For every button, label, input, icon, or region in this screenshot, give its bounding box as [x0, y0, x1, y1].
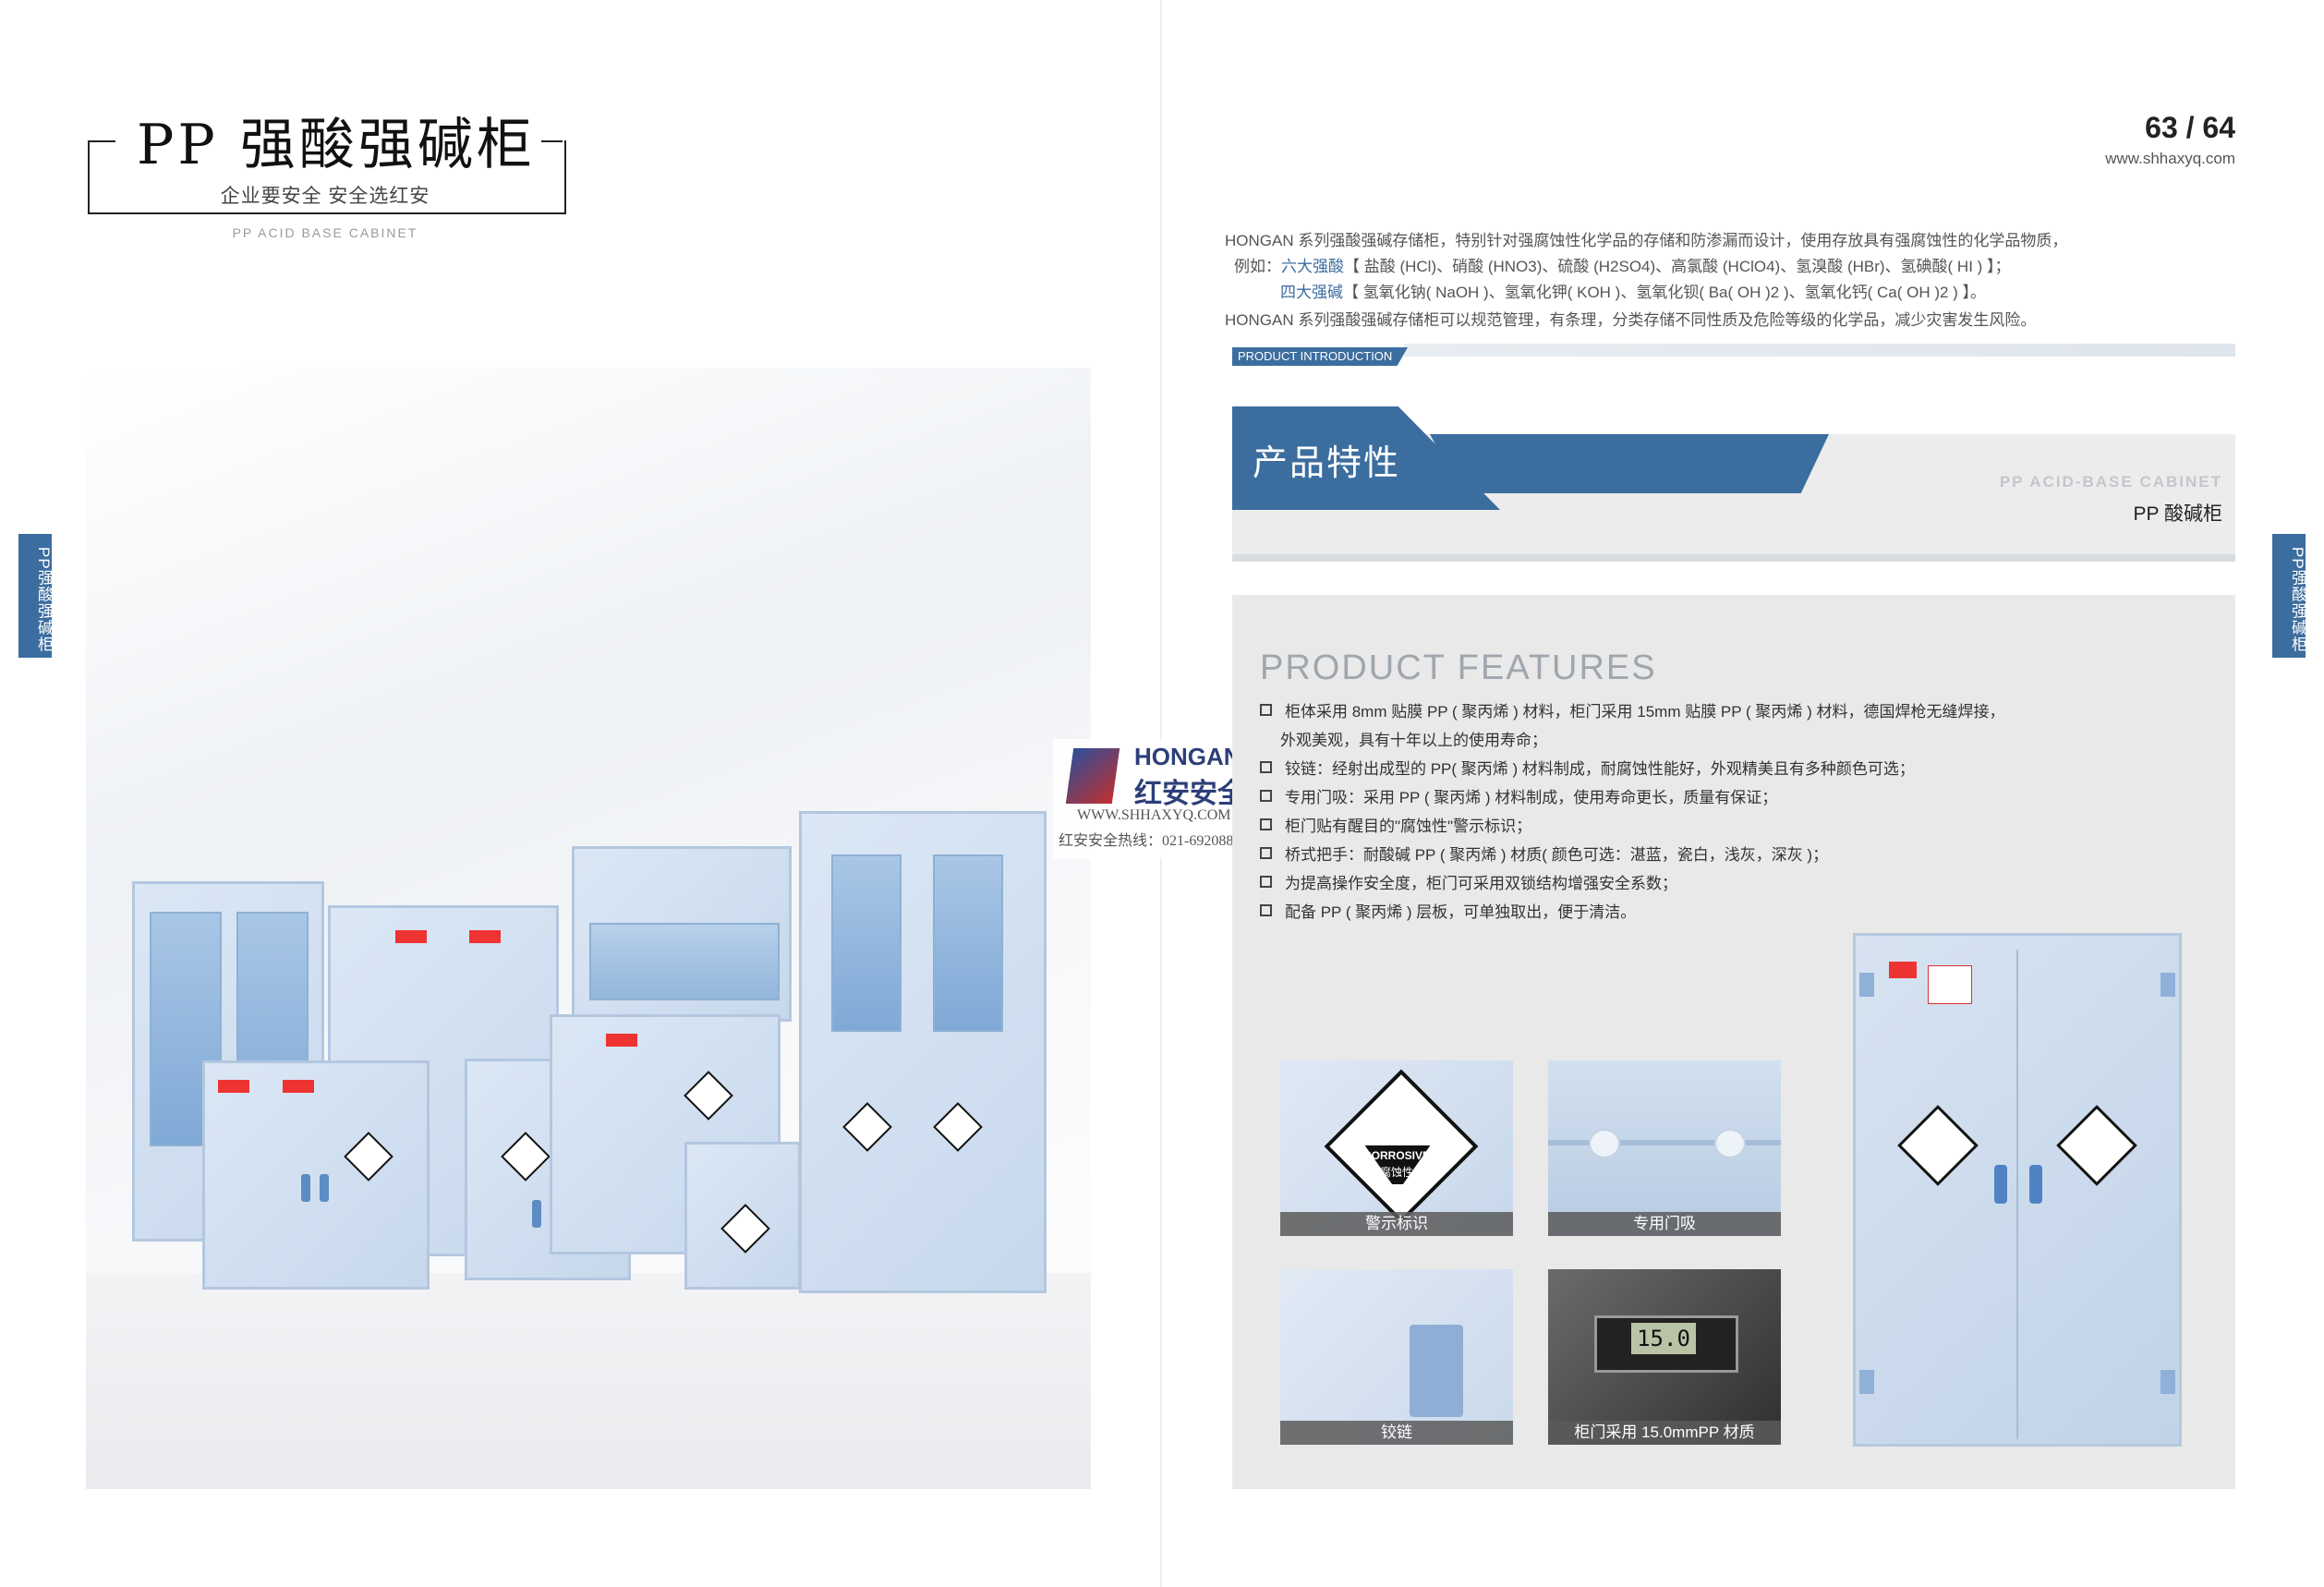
- feature-text: 配备 PP ( 聚丙烯 ) 层板，可单独取出，便于清洁。: [1285, 903, 1637, 921]
- checkbox-bullet-icon: [1260, 904, 1272, 916]
- checkbox-bullet-icon: [1260, 818, 1272, 830]
- feature-header-chinese: PP 酸碱柜: [2133, 503, 2222, 525]
- hinge-icon: [2161, 1370, 2175, 1394]
- feature-item: 为提高操作安全度，柜门可采用双锁结构增强安全系数；: [1260, 870, 1677, 893]
- thumbnail-caption: 专用门吸: [1548, 1212, 1781, 1236]
- intro-line-2-prefix: 例如：: [1234, 258, 1281, 275]
- feature-text: 铰链：经射出成型的 PP( 聚丙烯 ) 材料制成，耐腐蚀性能好，外观精美且有多种…: [1285, 760, 1915, 778]
- watermark-hotline: 红安安全热线：021-69208858: [1059, 833, 1249, 849]
- intro-line-1: HONGAN 系列强酸强碱存储柜，特别针对强腐蚀性化学品的存储和防渗漏而设计，使…: [1225, 232, 2068, 249]
- corrosive-label-cn: 腐蚀性: [1379, 1166, 1413, 1179]
- intro-line-4: HONGAN 系列强酸强碱存储柜可以规范管理，有条理，分类存储不同性质及危险等级…: [1225, 311, 2037, 329]
- warning-label: [1889, 962, 1917, 978]
- caliper-readout: 15.0: [1631, 1323, 1696, 1354]
- feature-item-continued: 外观美观，具有十年以上的使用寿命；: [1280, 732, 1547, 749]
- hinge-icon: [1859, 1370, 1874, 1394]
- strong-bases-label: 四大强碱: [1280, 284, 1343, 301]
- cabinet-door-split: [2016, 950, 2018, 1439]
- door-catch-icon: [1589, 1129, 1620, 1158]
- feature-item: 柜门贴有醒目的"腐蚀性"警示标识；: [1260, 813, 1531, 836]
- title-frame-line-left: [88, 140, 115, 142]
- features-title: PRODUCT FEATURES: [1260, 648, 1657, 687]
- feature-text: 柜门贴有醒目的"腐蚀性"警示标识；: [1285, 818, 1532, 835]
- feature-header-underline: [1232, 554, 2235, 562]
- warning-label-white: [1928, 965, 1972, 1004]
- checkbox-bullet-icon: [1260, 790, 1272, 802]
- page-number: 63 / 64: [2145, 111, 2235, 144]
- door-edge: [1548, 1140, 1781, 1145]
- feature-item: 铰链：经射出成型的 PP( 聚丙烯 ) 材料制成，耐腐蚀性能好，外观精美且有多种…: [1260, 756, 1915, 779]
- cabinet-front-left: [202, 1060, 430, 1290]
- hero-floor: [86, 1273, 1091, 1489]
- title-slogan: 企业要安全 安全选红安: [220, 186, 430, 207]
- cabinet-middle-stack: [550, 1014, 781, 1254]
- thumbnail-caliper: 15.0 柜门采用 15.0mmPP 材质: [1548, 1269, 1781, 1445]
- checkbox-bullet-icon: [1260, 847, 1272, 859]
- bridge-handle-icon: [2029, 1165, 2042, 1204]
- feature-header-stripe: [1430, 434, 1829, 493]
- title-frame: [88, 140, 566, 214]
- strong-acids-list: 【 盐酸 (HCl)、硝酸 (HNO3)、硫酸 (H2SO4)、高氯酸 (HCl…: [1344, 258, 2011, 275]
- feature-text: 为提高操作安全度，柜门可采用双锁结构增强安全系数；: [1285, 875, 1677, 892]
- section-rule: [1404, 344, 2235, 357]
- title-frame-line-right: [531, 140, 563, 142]
- corrosive-diamond-icon: [1897, 1105, 1979, 1186]
- section-tag: PRODUCT INTRODUCTION: [1232, 347, 1408, 366]
- feature-header-title: 产品特性: [1253, 444, 1401, 483]
- watermark-brand-en: HONGAN: [1134, 743, 1241, 770]
- cabinet-fume-hood: [572, 846, 792, 1022]
- hinge-icon: [1410, 1325, 1463, 1417]
- cabinet-small-front: [684, 1142, 801, 1290]
- feature-item: 专用门吸：采用 PP ( 聚丙烯 ) 材料制成，使用寿命更长，质量有保证；: [1260, 784, 1777, 807]
- feature-text: 柜体采用 8mm 贴膜 PP ( 聚丙烯 ) 材料，柜门采用 15mm 贴膜 P…: [1285, 703, 2005, 721]
- side-tab-right[interactable]: PP强酸强碱柜: [2272, 534, 2306, 658]
- feature-item: 配备 PP ( 聚丙烯 ) 层板，可单独取出，便于清洁。: [1260, 899, 1636, 922]
- page-title: PP 强酸强碱柜: [129, 100, 541, 180]
- strong-acids-label: 六大强酸: [1281, 258, 1344, 275]
- strong-bases-list: 【 氢氧化钠( NaOH )、氢氧化钾( KOH )、氢氧化钡( Ba( OH …: [1343, 284, 1987, 301]
- checkbox-bullet-icon: [1260, 876, 1272, 888]
- watermark-brand-cn: 红安安全: [1134, 779, 1245, 809]
- thumbnail-hinge: 铰链: [1280, 1269, 1513, 1445]
- hongan-logo-icon: [1065, 748, 1120, 804]
- hinge-icon: [1859, 973, 1874, 997]
- website-link[interactable]: www.shhaxyq.com: [2105, 150, 2235, 167]
- thumbnail-door-catch: 专用门吸: [1548, 1060, 1781, 1236]
- feature-item: 柜体采用 8mm 贴膜 PP ( 聚丙烯 ) 材料，柜门采用 15mm 贴膜 P…: [1260, 698, 2005, 721]
- corrosive-diamond-icon: [2056, 1105, 2137, 1186]
- feature-text: 专用门吸：采用 PP ( 聚丙烯 ) 材料制成，使用寿命更长，质量有保证；: [1285, 789, 1778, 806]
- thumbnail-caption: 柜门采用 15.0mmPP 材质: [1548, 1421, 1781, 1445]
- checkbox-bullet-icon: [1260, 704, 1272, 716]
- intro-line-3: 四大强碱【 氢氧化钠( NaOH )、氢氧化钾( KOH )、氢氧化钡( Ba(…: [1280, 279, 1986, 302]
- feature-text: 桥式把手：耐酸碱 PP ( 聚丙烯 ) 材质( 颜色可选：湛蓝，瓷白，浅灰，深灰…: [1285, 846, 1829, 864]
- watermark-url: WWW.SHHAXYQ.COM: [1077, 807, 1231, 823]
- thumbnail-caption: 警示标识: [1280, 1212, 1513, 1236]
- checkbox-bullet-icon: [1260, 761, 1272, 773]
- corrosive-label: CORROSIVE: [1362, 1149, 1430, 1162]
- cabinet-tall-glass-right: [799, 811, 1047, 1293]
- side-tab-left[interactable]: PP强酸强碱柜: [18, 534, 53, 658]
- hero-product-photo: [86, 368, 1091, 1489]
- feature-item: 桥式把手：耐酸碱 PP ( 聚丙烯 ) 材质( 颜色可选：湛蓝，瓷白，浅灰，深灰…: [1260, 842, 1828, 865]
- door-catch-icon: [1714, 1129, 1746, 1158]
- thumbnail-caption: 铰链: [1280, 1421, 1513, 1445]
- hinge-icon: [2161, 973, 2175, 997]
- intro-line-2: 例如：六大强酸【 盐酸 (HCl)、硝酸 (HNO3)、硫酸 (H2SO4)、高…: [1234, 253, 2011, 276]
- thumbnail-warning-sign: CORROSIVE 腐蚀性 警示标识: [1280, 1060, 1513, 1236]
- feature-header-english: PP ACID-BASE CABINET: [1999, 473, 2222, 491]
- title-english: PP ACID BASE CABINET: [232, 225, 418, 240]
- bridge-handle-icon: [1994, 1165, 2007, 1204]
